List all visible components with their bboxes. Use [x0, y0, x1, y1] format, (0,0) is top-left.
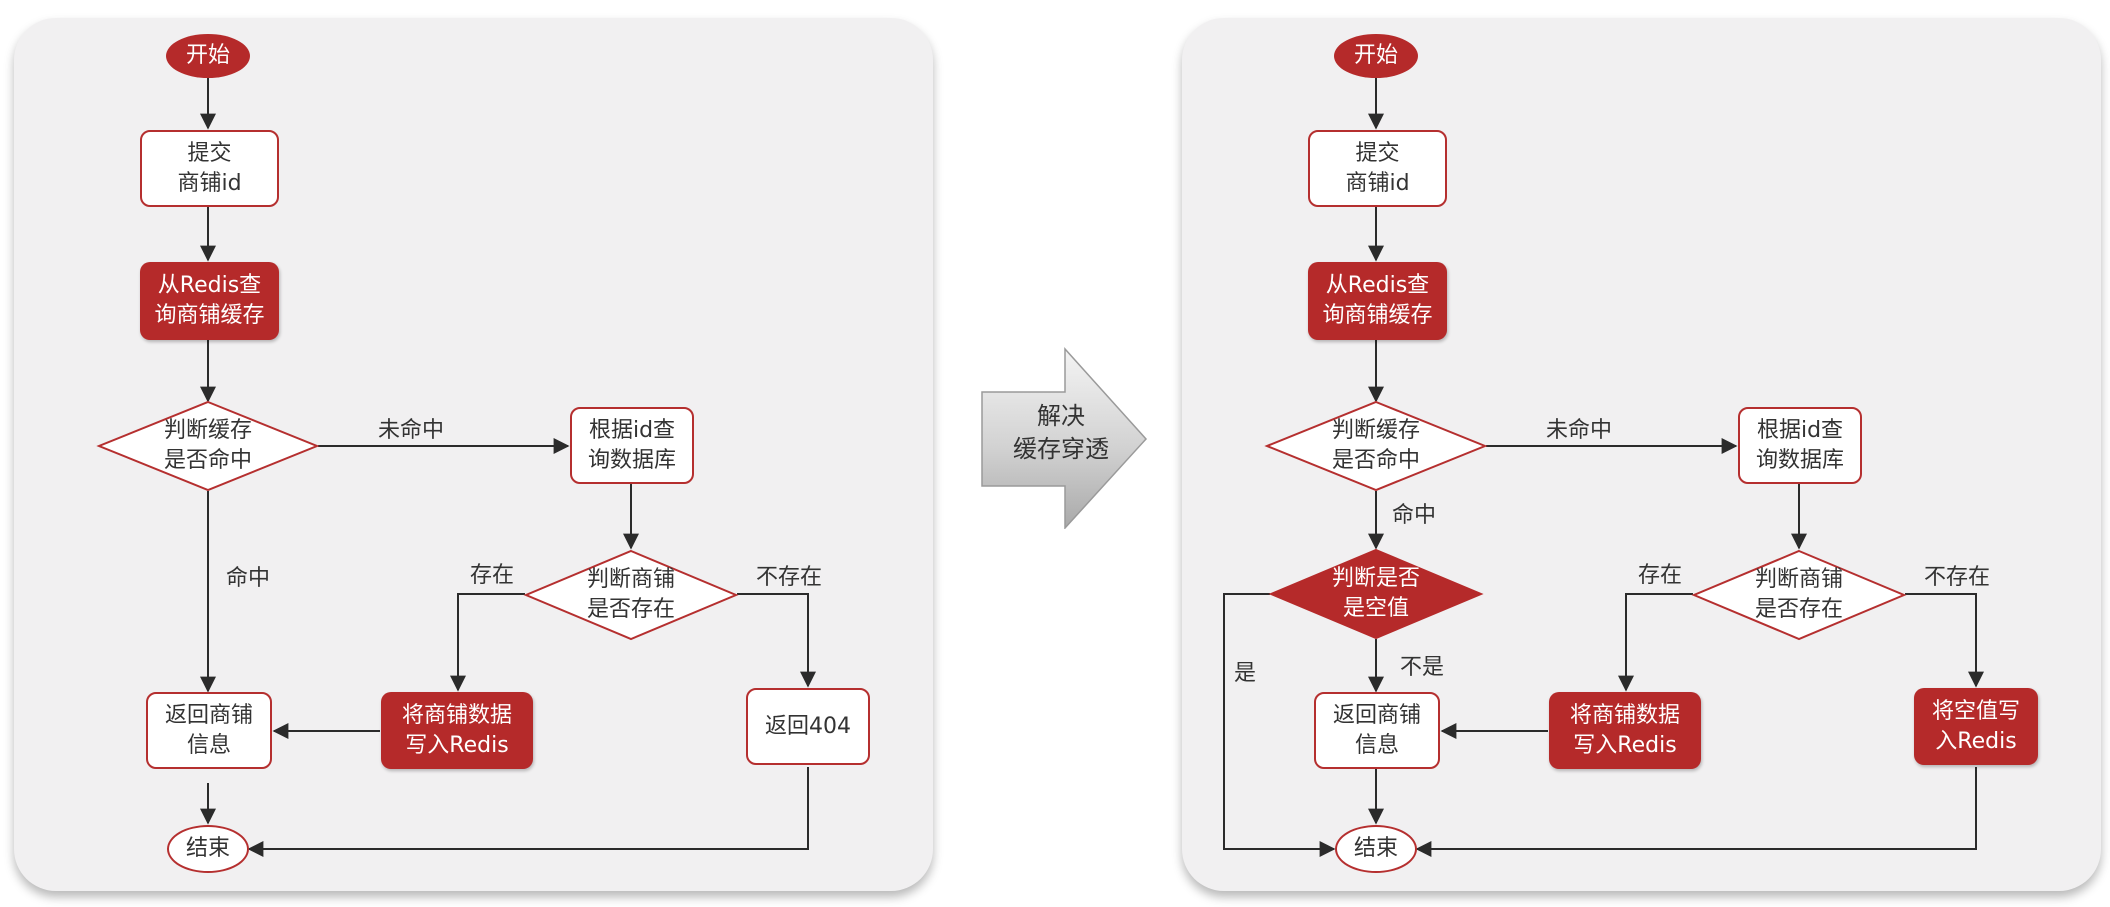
end-node: 结束: [167, 825, 249, 873]
r-exist-label: 存在: [1638, 563, 1683, 588]
r-judge-cache-diamond: [1264, 400, 1488, 492]
r-submit-shop-id-node: 提交 商铺id: [1308, 130, 1447, 207]
transition-label: 解决 缓存穿透: [1013, 402, 1109, 463]
submit-shop-id-node: 提交 商铺id: [140, 130, 279, 207]
r-return-shop-info-node: 返回商铺 信息: [1314, 692, 1440, 769]
r-end-node: 结束: [1335, 825, 1417, 873]
query-db-node: 根据id查 询数据库: [570, 407, 694, 484]
judge-exist-diamond: [523, 549, 739, 641]
query-redis-node: 从Redis查 询商铺缓存: [140, 262, 279, 340]
r-judge-cache-label: 判断缓存 是否命中: [1331, 418, 1420, 473]
return-404-node: 返回404: [746, 688, 870, 765]
r-judge-exist-diamond: [1691, 549, 1907, 641]
hit-label: 命中: [226, 566, 271, 591]
start-node: 开始: [166, 34, 250, 78]
transition-arrow: [981, 347, 1148, 529]
write-redis-node: 将商铺数据 写入Redis: [381, 692, 533, 769]
judge-cache-diamond: [96, 400, 320, 492]
r-write-null-node: 将空值写 入Redis: [1914, 688, 2038, 765]
r-query-redis-node: 从Redis查 询商铺缓存: [1308, 262, 1447, 340]
r-write-redis-node: 将商铺数据 写入Redis: [1549, 692, 1701, 769]
return-shop-info-node: 返回商铺 信息: [146, 692, 272, 769]
r-judge-exist-label: 判断商铺 是否存在: [1754, 567, 1843, 622]
r-judge-null-label: 判断是否 是空值: [1331, 566, 1420, 621]
r-start-node: 开始: [1334, 34, 1418, 78]
judge-exist-label: 判断商铺 是否存在: [586, 567, 675, 622]
r-yes-label: 是: [1234, 661, 1257, 686]
r-miss-label: 未命中: [1546, 418, 1613, 443]
not-exist-label: 不存在: [756, 565, 823, 590]
judge-cache-label: 判断缓存 是否命中: [163, 418, 252, 473]
r-hit-label: 命中: [1392, 503, 1437, 528]
r-query-db-node: 根据id查 询数据库: [1738, 407, 1862, 484]
exist-label: 存在: [470, 563, 515, 588]
r-no-label: 不是: [1400, 655, 1445, 680]
r-not-exist-label: 不存在: [1924, 565, 1991, 590]
miss-label: 未命中: [378, 418, 445, 443]
